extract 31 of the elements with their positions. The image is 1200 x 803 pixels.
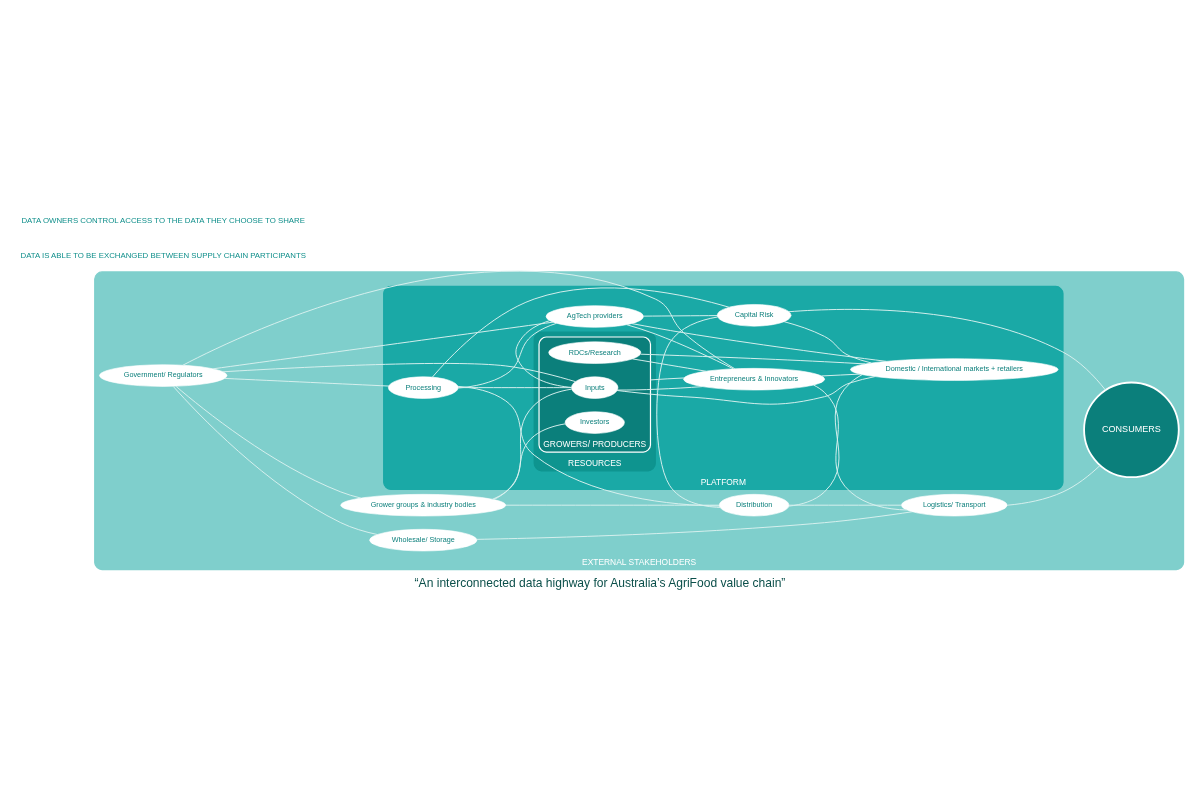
connector bbox=[457, 385, 720, 507]
connector bbox=[631, 323, 887, 362]
connector bbox=[222, 362, 576, 383]
connector bbox=[788, 374, 863, 507]
connector bbox=[1006, 464, 1101, 506]
connector bbox=[650, 377, 685, 381]
connector bbox=[212, 321, 554, 370]
connector bbox=[616, 386, 704, 391]
connector bbox=[175, 385, 362, 499]
connector bbox=[813, 384, 908, 511]
connector bbox=[616, 376, 876, 405]
connector bbox=[632, 358, 707, 372]
connector bbox=[788, 504, 902, 506]
connector bbox=[476, 511, 913, 540]
connector bbox=[172, 385, 378, 535]
caption: “An interconnected data highway for Australia’s AgriFood value chain” bbox=[414, 575, 786, 590]
connector bbox=[640, 353, 866, 365]
connector bbox=[783, 321, 872, 364]
connector bbox=[492, 423, 566, 500]
connector bbox=[626, 324, 734, 370]
connector bbox=[493, 388, 573, 500]
connector bbox=[788, 308, 1106, 391]
connector bbox=[182, 270, 736, 370]
connector bbox=[457, 322, 558, 389]
connector bbox=[432, 287, 730, 378]
connector bbox=[505, 504, 720, 506]
connector bbox=[821, 373, 861, 377]
connector bbox=[224, 377, 390, 387]
node-circle: CONSUMERS bbox=[1083, 381, 1180, 479]
connector bbox=[656, 316, 721, 508]
connector bbox=[642, 315, 718, 317]
